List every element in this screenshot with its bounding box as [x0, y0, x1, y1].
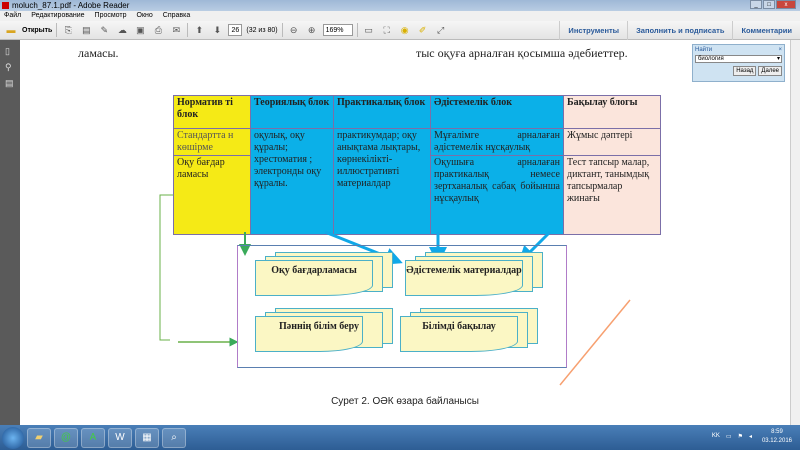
comment-icon[interactable]: ◉: [400, 24, 409, 35]
attachments-icon[interactable]: ⚲: [5, 62, 12, 72]
table-cell: Мұғалімге арналаған әдістемелік нұсқаулы…: [430, 128, 564, 156]
fit-page-icon[interactable]: ▭: [364, 24, 373, 35]
close-find-icon[interactable]: ×: [778, 47, 782, 53]
find-value: биология: [698, 56, 724, 62]
menu-file[interactable]: Файл: [4, 12, 22, 19]
find-back-button[interactable]: Назад: [733, 66, 757, 76]
card-subject-teaching: Пәннің білім беру: [255, 316, 363, 352]
find-next-button[interactable]: Далее: [758, 66, 782, 76]
divider: [187, 23, 189, 37]
divider: [281, 23, 283, 37]
menu-edit[interactable]: Редактирование: [31, 12, 85, 19]
language-indicator[interactable]: KK: [711, 433, 720, 439]
fullscreen-icon[interactable]: ⤢: [437, 24, 445, 35]
volume-icon[interactable]: ◂: [748, 434, 752, 440]
blocks-table: Норматив ті блок Теориялық блок Практика…: [173, 95, 661, 235]
diagram-frame: [237, 245, 567, 368]
winrar-icon[interactable]: ▦: [135, 427, 159, 448]
menu-view[interactable]: Просмотр: [94, 12, 127, 19]
table-cell: Тест тапсыр малар, диктант, танымдық тап…: [563, 155, 661, 235]
table-cell: практикумдар; оқу анықтама лықтары, көрн…: [333, 128, 431, 235]
divider: [56, 23, 58, 37]
table-cell: Оқу бағдар ламасы: [173, 155, 251, 235]
vertical-scrollbar[interactable]: [790, 40, 800, 425]
adobe-reader-task-icon[interactable]: ⌕: [162, 427, 186, 448]
header-normative: Норматив ті блок: [173, 95, 251, 129]
menu-bar: Файл Редактирование Просмотр Окно Справк…: [0, 11, 800, 21]
text-line: ламасы.: [78, 46, 119, 60]
table-cell: Оқушыға арналаған практикалық немесе зер…: [430, 155, 564, 235]
open-button[interactable]: Открыть: [22, 26, 53, 34]
find-title: Найти: [695, 47, 713, 53]
edit-pdf-icon[interactable]: ▤: [82, 24, 91, 35]
document-page: ламасы. тыс оқуға арналған қосымша әдеби…: [20, 40, 790, 425]
window-title: moluch_87.1.pdf - Adobe Reader: [12, 1, 130, 10]
card-methodical-materials: Әдістемелік материалдар: [405, 260, 523, 296]
prev-page-icon[interactable]: ⬆: [195, 24, 204, 35]
card-curriculum: Оқу бағдарламасы: [255, 260, 373, 296]
adobe-icon: [2, 2, 9, 9]
header-theory: Теориялық блок: [250, 95, 334, 129]
folder-icon[interactable]: ▬: [6, 25, 16, 35]
email-icon[interactable]: ✉: [172, 24, 181, 35]
table-cell: оқулық, оқу құралы; хрестоматия ; электр…: [250, 128, 334, 235]
taskbar: ▰ @ A W ▦ ⌕ KK ▭ ⚑ ◂ 8:59 03.12.2016: [0, 425, 800, 450]
network-icon[interactable]: ▭: [725, 434, 732, 440]
pages-icon[interactable]: ▯: [5, 46, 10, 56]
menu-help[interactable]: Справка: [162, 12, 191, 19]
app-a-icon[interactable]: A: [81, 427, 105, 448]
fit-width-icon[interactable]: ⛶: [383, 24, 390, 35]
minimize-button[interactable]: _: [750, 0, 762, 9]
figure-caption: Сурет 2. ОӘК өзара байланысы: [331, 396, 479, 407]
menu-window[interactable]: Окно: [136, 12, 153, 19]
cloud-upload-icon[interactable]: ☁: [117, 24, 127, 35]
word-icon[interactable]: W: [108, 427, 132, 448]
table-cell: Стандартта н көшірме: [173, 128, 251, 156]
tools-link[interactable]: Инструменты: [559, 21, 627, 40]
mail-agent-icon[interactable]: @: [54, 427, 78, 448]
navigation-panel: ▯ ⚲ ▤: [0, 40, 20, 425]
explorer-icon[interactable]: ▰: [27, 427, 51, 448]
layers-icon[interactable]: ▤: [5, 78, 14, 88]
comments-link[interactable]: Комментарии: [732, 21, 800, 40]
next-page-icon[interactable]: ⬇: [213, 24, 222, 35]
start-button[interactable]: [2, 426, 24, 449]
highlight-icon[interactable]: ✐: [418, 24, 427, 35]
time: 8:59: [771, 429, 783, 435]
create-pdf-icon[interactable]: ⎘: [64, 24, 72, 35]
print-icon[interactable]: ⎙: [154, 24, 162, 35]
save-icon[interactable]: ▣: [136, 24, 145, 35]
title-bar: moluch_87.1.pdf - Adobe Reader _□x: [0, 0, 800, 11]
header-control: Бақылау блогы: [563, 95, 661, 129]
table-cell: Жұмыс дәптері: [563, 128, 661, 156]
zoom-out-icon[interactable]: ⊖: [289, 24, 298, 35]
divider: [356, 23, 358, 37]
card-assessment: Білімді бақылау: [400, 316, 518, 352]
close-button[interactable]: x: [776, 0, 796, 9]
maximize-button[interactable]: □: [763, 0, 775, 9]
find-input[interactable]: биология ▾: [695, 55, 782, 63]
sign-icon[interactable]: ✎: [100, 24, 109, 35]
clock[interactable]: 8:59 03.12.2016: [762, 428, 792, 446]
text-line: тыс оқуға арналған қосымша әдебиеттер.: [416, 46, 628, 60]
date: 03.12.2016: [761, 438, 792, 444]
page-count: (32 из 80): [246, 26, 278, 34]
zoom-in-icon[interactable]: ⊕: [307, 24, 316, 35]
fill-sign-link[interactable]: Заполнить и подписать: [627, 21, 732, 40]
chevron-down-icon[interactable]: ▾: [776, 56, 780, 62]
zoom-select[interactable]: 169%: [322, 24, 353, 36]
toolbar: ▬ Открыть ⎘ ▤ ✎ ☁ ▣ ⎙ ✉ ⬆ ⬇ 26 (32 из 80…: [0, 21, 800, 40]
flag-icon[interactable]: ⚑: [737, 434, 743, 440]
page-number-input[interactable]: 26: [228, 24, 243, 36]
